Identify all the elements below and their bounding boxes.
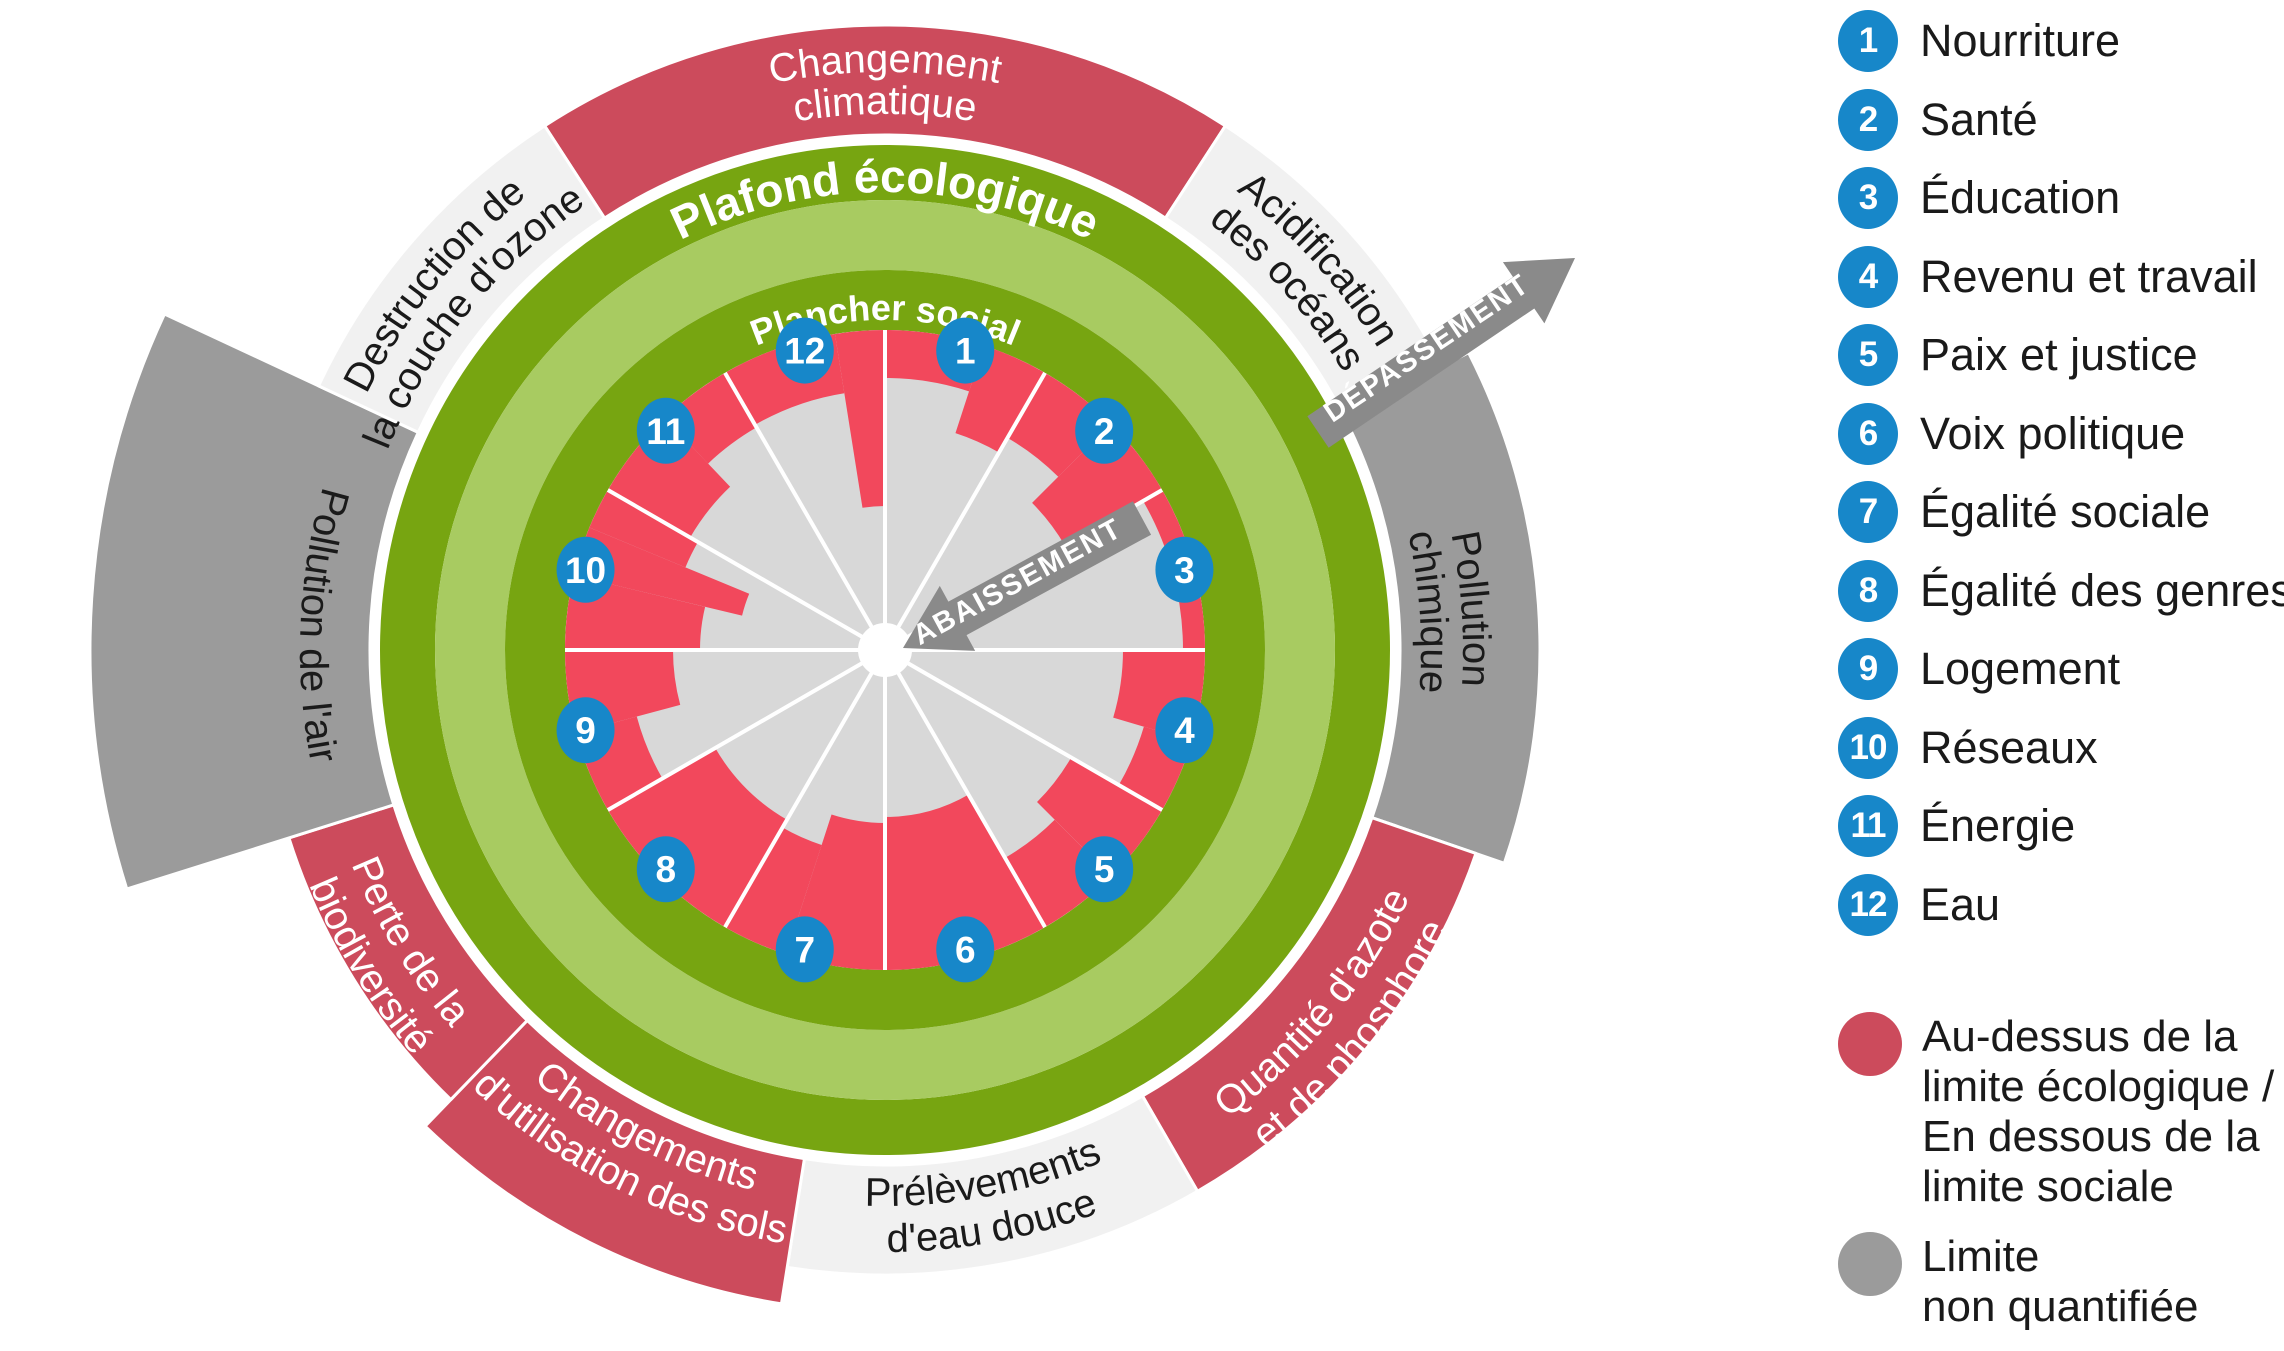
legend-item-10: 10 Réseaux — [1838, 716, 2098, 779]
sector-badge-number: 7 — [794, 929, 815, 970]
legend-item-label: Égalité sociale — [1920, 486, 2211, 537]
shortfall-wedge-sector-8 — [607, 748, 787, 928]
sector-badge-6: 6 — [936, 916, 995, 983]
shortfall-wedge-sector-10 — [573, 527, 750, 616]
legend-number-badge: 3 — [1838, 167, 1898, 229]
legend-item-label: Nourriture — [1920, 15, 2121, 66]
sector-badge-number: 2 — [1094, 411, 1115, 452]
ring-doughnut-body — [435, 200, 1335, 1100]
shortfall-wedge-sector-2 — [1007, 372, 1112, 477]
legend-item-7: 7 Égalité sociale — [1838, 481, 2210, 543]
sector-divider — [895, 669, 1047, 929]
sector-divider — [723, 371, 875, 631]
legend-number-badge: 1 — [1838, 10, 1898, 72]
legend-number-badge: 5 — [1838, 324, 1898, 386]
sector-badge-5: 5 — [1075, 836, 1134, 903]
segment-pollution-air — [88, 312, 420, 891]
sector-divider — [606, 660, 866, 812]
sector-divider — [606, 488, 866, 640]
sector-badge-3: 3 — [1155, 536, 1214, 603]
sector-badge-2: 2 — [1075, 397, 1134, 464]
sector-badge-number: 8 — [656, 849, 677, 890]
legend-item-label: Voix politique — [1920, 407, 2186, 459]
legend-item-label: Logement — [1920, 643, 2121, 694]
sector-divider — [895, 371, 1047, 631]
legend-item-4: 4 Revenu et travail — [1838, 245, 2258, 308]
legend-number-badge: 12 — [1838, 873, 1898, 936]
segment-destruction-couche-ozone — [317, 124, 607, 434]
depassement-arrow — [1307, 258, 1575, 448]
legend-item-3: 3 Éducation — [1838, 167, 2120, 229]
legend-item-1: 1 Nourriture — [1838, 10, 2120, 72]
legend-item-label: Paix et justice — [1920, 329, 2198, 380]
sector-badge-8: 8 — [636, 836, 695, 903]
legend-key-color-dot — [1838, 1232, 1902, 1296]
legend-number-badge: 7 — [1838, 481, 1898, 543]
sector-divider — [723, 669, 875, 929]
sector-badge-12: 12 — [775, 317, 834, 384]
sector-badge-number: 4 — [1174, 710, 1195, 751]
sector-divider — [904, 660, 1164, 812]
legend-number-badge: 8 — [1838, 559, 1898, 622]
abaissement-arrow — [903, 501, 1152, 651]
legend-number-badge: 6 — [1838, 402, 1898, 465]
legend-number-badge: 10 — [1838, 716, 1898, 779]
sector-badge-number: 6 — [955, 929, 976, 970]
legend-number-badge: 9 — [1838, 638, 1898, 700]
sector-badge-10: 10 — [556, 536, 615, 603]
segment-pollution-chimique — [1342, 351, 1542, 865]
sector-badge-number: 5 — [1094, 849, 1115, 890]
changement-climatique-label: climatique — [790, 79, 980, 130]
sector-badge-1: 1 — [936, 317, 995, 384]
shortfall-wedge-sector-6 — [885, 794, 1045, 970]
legend-item-11: 11 Énergie — [1838, 795, 2075, 857]
sector-badge-number: 9 — [575, 710, 596, 751]
sector-badge-7: 7 — [775, 916, 834, 983]
legend-item-label: Éducation — [1920, 172, 2121, 223]
legend-item-8: 8 Égalité des genres — [1838, 559, 2284, 622]
legend-item-2: 2 Santé — [1838, 88, 2038, 151]
sector-badge-number: 12 — [784, 331, 825, 372]
center-dot — [858, 623, 912, 677]
shortfall-wedge-sector-5 — [1037, 757, 1163, 877]
sector-badge-11: 11 — [636, 397, 695, 464]
legend-item-label: Eau — [1920, 878, 2001, 930]
shortfall-wedge-sector-2 — [1032, 423, 1163, 546]
sector-badge-number: 10 — [565, 550, 606, 591]
legend-number-badge: 2 — [1838, 88, 1898, 151]
legend-item-9: 9 Logement — [1838, 638, 2120, 700]
legend-item-label: Énergie — [1920, 800, 2076, 851]
legend-number-badge: 11 — [1838, 795, 1898, 857]
sector-badge-number: 11 — [646, 411, 685, 452]
legend-item-6: 6 Voix politique — [1838, 402, 2186, 465]
segment-changements-utilisation-sols — [423, 1018, 806, 1306]
legend-number-badge: 4 — [1838, 245, 1898, 308]
legend-key-color-dot — [1838, 1012, 1902, 1076]
legend-item-label: Égalité des genres — [1920, 564, 2284, 616]
legend-item-12: 12 Eau — [1838, 873, 2001, 936]
shortfall-wedge-sector-10 — [589, 490, 698, 568]
legend-panel: 1 Nourriture 2 Santé 3 Éducation 4 Revenu et tr… — [1838, 0, 2284, 1351]
legend-item-label: Santé — [1920, 93, 2038, 145]
shortfall-wedge-sector-12 — [834, 330, 885, 508]
legend-item-5: 5 Paix et justice — [1838, 324, 2198, 386]
ring-plancher-social — [505, 270, 1265, 1030]
legend-item-label: Revenu et travail — [1920, 250, 2258, 302]
sector-badge-number: 3 — [1174, 550, 1195, 591]
sector-badge-number: 1 — [955, 331, 976, 372]
ring-plafond-ecologique — [380, 145, 1390, 1155]
legend-item-label: Réseaux — [1920, 721, 2098, 773]
sector-badge-9: 9 — [556, 697, 615, 764]
shortfall-wedge-sector-7 — [725, 827, 822, 955]
sector-badge-4: 4 — [1155, 697, 1214, 764]
